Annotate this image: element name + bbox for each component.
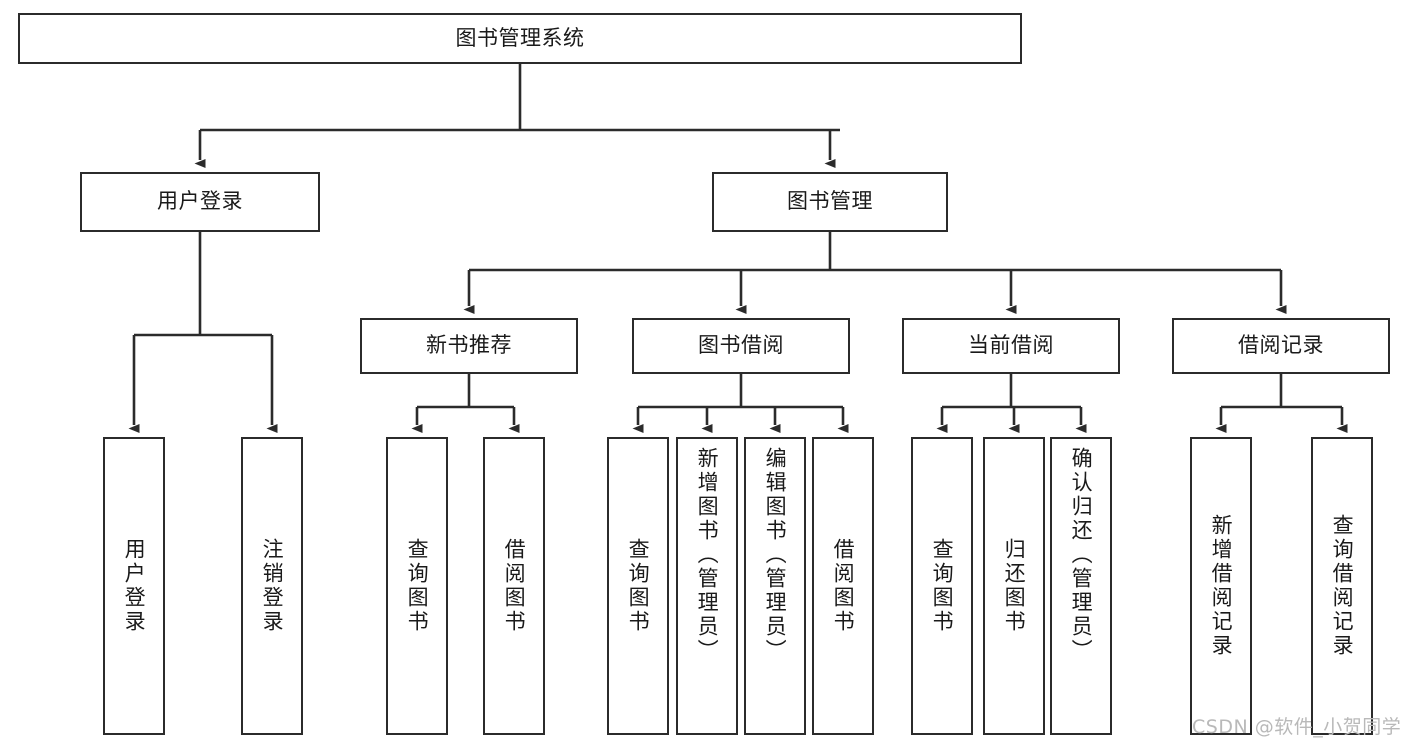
edges-dangqian-jieyue-to-leaves xyxy=(936,374,1087,433)
leaf-user-logout-label: 注销登录 xyxy=(260,538,285,634)
leaf-borrow-book-recommend-label: 借阅图书 xyxy=(502,538,527,634)
leaf-query-book-borrow-label: 查询图书 xyxy=(626,538,651,634)
leaf-borrow-book-label: 借阅图书 xyxy=(831,538,856,634)
edges-yonghu-denglu-to-leaves xyxy=(128,232,278,433)
node-current-borrow[interactable]: 当前借阅 xyxy=(902,318,1120,374)
leaf-query-book-recommend-label: 查询图书 xyxy=(405,538,430,634)
leaf-add-book-admin-label: 新增图书（管理员） xyxy=(695,447,720,663)
leaf-edit-book-admin[interactable]: 编辑图书（管理员） xyxy=(744,437,806,735)
node-book-management-label: 图书管理 xyxy=(787,189,873,214)
csdn-watermark: CSDN @软件_小贺同学 xyxy=(1192,716,1402,738)
edges-tushu-guanli-to-level3 xyxy=(463,232,1287,314)
edges-xinshu-tuijian-to-leaves xyxy=(411,374,520,433)
leaf-add-book-admin[interactable]: 新增图书（管理员） xyxy=(676,437,738,735)
leaf-return-book[interactable]: 归还图书 xyxy=(983,437,1045,735)
leaf-confirm-return-admin[interactable]: 确认归还（管理员） xyxy=(1050,437,1112,735)
node-user-login-label: 用户登录 xyxy=(157,189,243,214)
leaf-add-borrow-record-label: 新增借阅记录 xyxy=(1209,514,1234,658)
leaf-return-book-label: 归还图书 xyxy=(1002,538,1027,634)
node-borrow-record[interactable]: 借阅记录 xyxy=(1172,318,1390,374)
leaf-edit-book-admin-label: 编辑图书（管理员） xyxy=(763,447,788,663)
edges-jieyue-jilu-to-leaves xyxy=(1215,374,1348,433)
node-new-book-recommend-label: 新书推荐 xyxy=(426,333,512,358)
node-borrow-record-label: 借阅记录 xyxy=(1238,333,1324,358)
leaf-query-book-current[interactable]: 查询图书 xyxy=(911,437,973,735)
node-root-system-label: 图书管理系统 xyxy=(455,25,585,50)
node-new-book-recommend[interactable]: 新书推荐 xyxy=(360,318,578,374)
node-book-borrow-label: 图书借阅 xyxy=(698,333,784,358)
node-root-system[interactable]: 图书管理系统 xyxy=(18,13,1022,64)
leaf-user-logout[interactable]: 注销登录 xyxy=(241,437,303,735)
leaf-confirm-return-admin-label: 确认归还（管理员） xyxy=(1069,447,1094,663)
leaf-query-borrow-record-label: 查询借阅记录 xyxy=(1330,514,1355,658)
leaf-add-borrow-record[interactable]: 新增借阅记录 xyxy=(1190,437,1252,735)
leaf-query-book-recommend[interactable]: 查询图书 xyxy=(386,437,448,735)
leaf-borrow-book[interactable]: 借阅图书 xyxy=(812,437,874,735)
leaf-user-login-label: 用户登录 xyxy=(122,538,147,634)
node-book-management[interactable]: 图书管理 xyxy=(712,172,948,232)
leaf-user-login[interactable]: 用户登录 xyxy=(103,437,165,735)
leaf-borrow-book-recommend[interactable]: 借阅图书 xyxy=(483,437,545,735)
edges-tushu-jieyue-to-leaves xyxy=(632,374,849,433)
node-book-borrow[interactable]: 图书借阅 xyxy=(632,318,850,374)
leaf-query-borrow-record[interactable]: 查询借阅记录 xyxy=(1311,437,1373,735)
edges-root-to-level2 xyxy=(194,64,840,168)
node-user-login[interactable]: 用户登录 xyxy=(80,172,320,232)
leaf-query-book-borrow[interactable]: 查询图书 xyxy=(607,437,669,735)
node-current-borrow-label: 当前借阅 xyxy=(968,333,1054,358)
leaf-query-book-current-label: 查询图书 xyxy=(930,538,955,634)
